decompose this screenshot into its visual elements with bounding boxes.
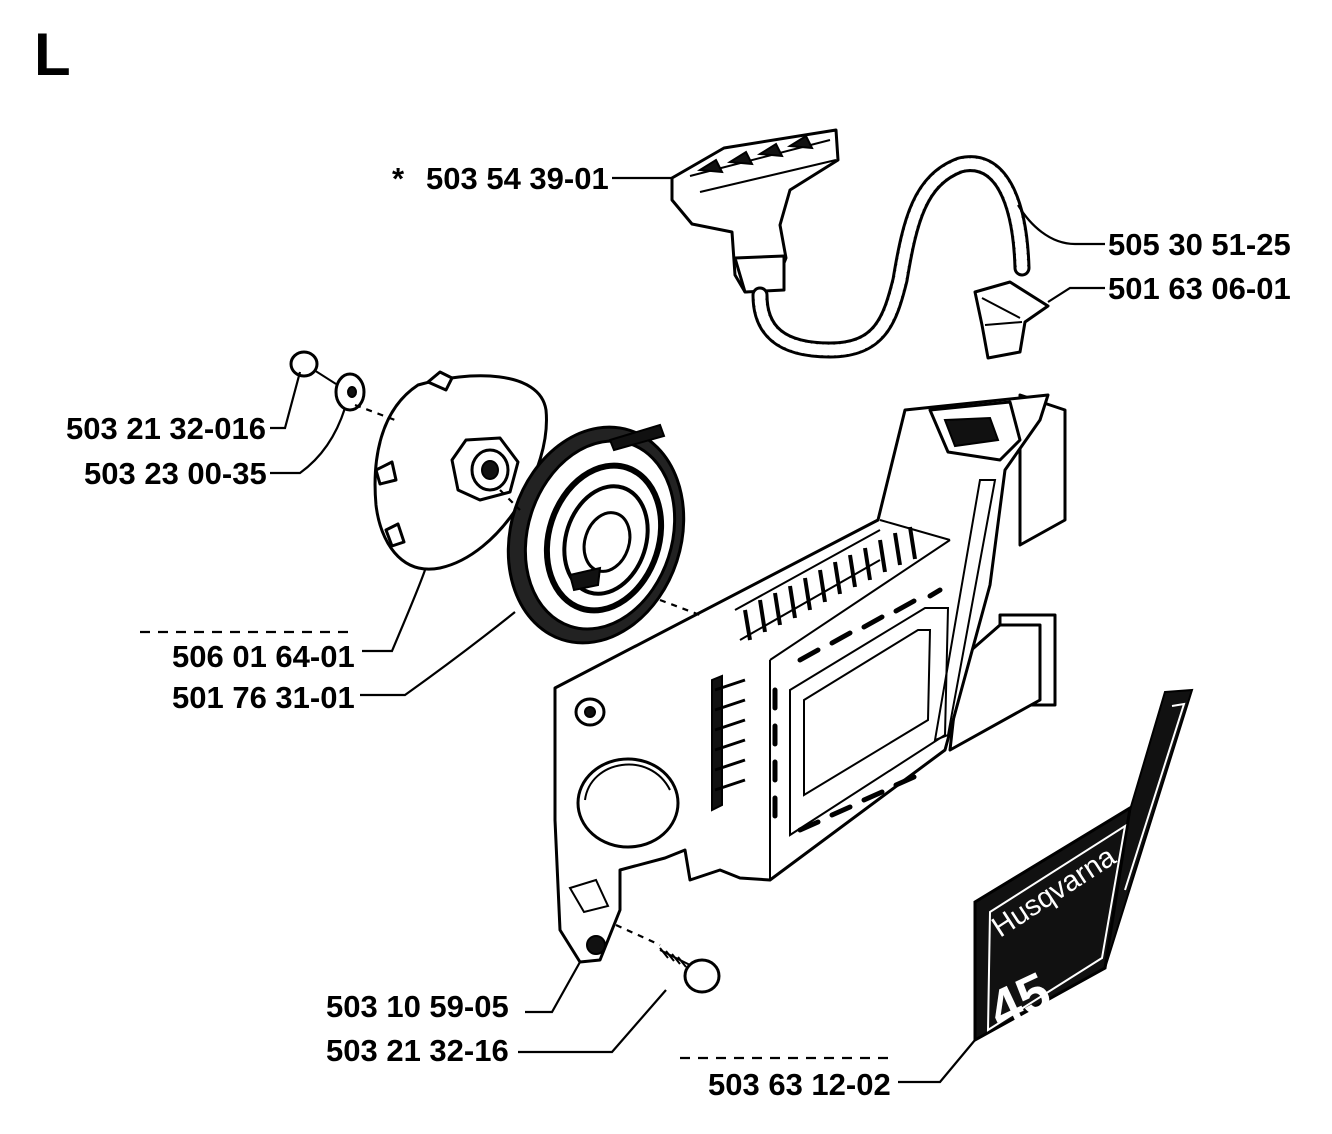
- asterisk-marker: *: [392, 161, 405, 196]
- starter-rope[interactable]: [751, 155, 1031, 359]
- part-number-rope-insert: 501 63 06-01: [1108, 271, 1291, 306]
- part-number-washer: 503 23 00-35: [84, 456, 267, 491]
- screw-a[interactable]: [289, 350, 337, 385]
- part-number-handle: 503 54 39-01: [426, 161, 609, 196]
- leader-lines: [140, 176, 1105, 1084]
- part-number-bushing: 503 10 59-05: [326, 989, 509, 1024]
- pulley[interactable]: [373, 370, 548, 571]
- part-number-screw-b: 503 21 32-16: [326, 1033, 509, 1068]
- section-letter: L: [34, 21, 71, 88]
- starter-housing[interactable]: [553, 393, 1067, 964]
- starter-handle[interactable]: [670, 128, 840, 294]
- screw-b[interactable]: [659, 947, 721, 994]
- rope-insert[interactable]: [973, 280, 1050, 360]
- part-number-decal: 503 63 12-02: [708, 1067, 891, 1102]
- part-number-pulley: 506 01 64-01: [172, 639, 355, 674]
- spring-cassette[interactable]: [481, 404, 711, 666]
- part-number-screw-a: 503 21 32-016: [66, 411, 266, 446]
- decal[interactable]: Husqvarna 45: [973, 688, 1194, 1043]
- part-number-rope: 505 30 51-25: [1108, 227, 1291, 262]
- part-number-spring-cassette: 501 76 31-01: [172, 680, 355, 715]
- washer[interactable]: [334, 372, 366, 412]
